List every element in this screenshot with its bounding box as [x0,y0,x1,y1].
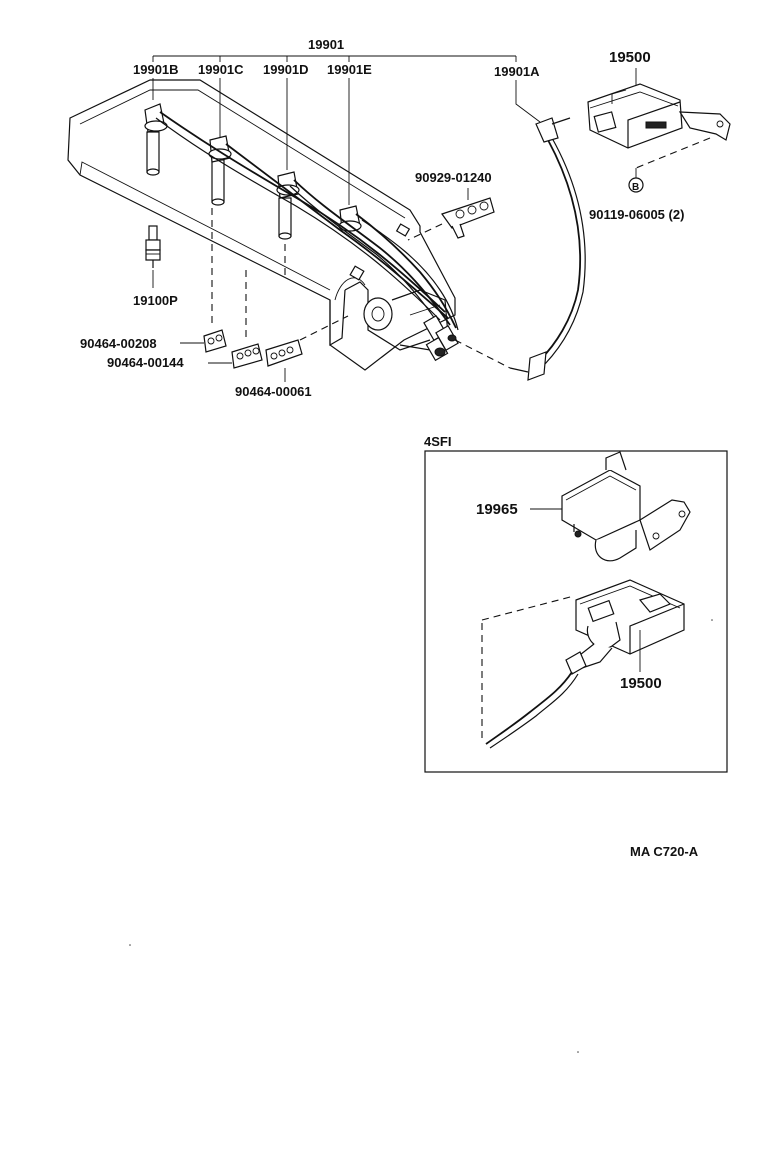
bracket-19965 [561,451,691,562]
label-19965: 19965 [476,501,518,518]
coil-wire-19901a [509,117,586,381]
distributor-terminals [423,315,459,362]
clamp-90464-00208 [203,329,227,353]
label-90119-06005: 90119-06005 (2) [589,207,684,222]
label-19100p: 19100P [133,293,178,308]
bolt-marker-circle [628,177,644,193]
label-90464-00144: 90464-00144 [107,355,184,370]
valve-cover [67,79,456,371]
inset-frame [424,450,728,773]
inset-dashed-diagonal [481,595,575,621]
igniter-19500-inset [575,579,685,669]
label-19500-inset: 19500 [620,675,662,692]
loom-clamps [349,223,411,281]
label-19500-top: 19500 [609,49,651,66]
spark-plug [145,225,161,268]
igniter-19500-top [587,83,731,149]
label-90464-00208: 90464-00208 [80,336,157,351]
inset-title: 4SFI [424,434,451,449]
scan-speck [129,944,131,946]
clamp-90464-00144 [231,343,263,369]
wire-set-bracket [152,55,517,62]
ignition-wires [155,111,459,333]
label-19901d: 19901D [263,62,309,77]
label-19901c: 19901C [198,62,244,77]
dashed-leader-distributor [454,339,511,369]
scan-speck [711,619,713,621]
label-19901b: 19901B [133,62,179,77]
spark-plug-tubes [146,131,292,240]
clamp-90929-01240 [441,197,495,239]
label-19901a: 19901A [494,64,540,79]
dashed-leader-bolt [635,137,711,169]
label-90929-01240: 90929-01240 [415,170,492,185]
bolt-marker-letter: B [632,182,639,193]
dashed-leader-90929 [407,223,443,241]
scan-speck [577,1051,579,1053]
inset-coil-wire [485,651,587,749]
label-19901: 19901 [308,37,344,52]
dashed-leader-061-b [299,315,349,341]
label-19901e: 19901E [327,62,372,77]
figure-code: MA C720-A [630,844,699,859]
clamp-90464-00061 [265,339,303,367]
label-90464-00061: 90464-00061 [235,384,312,399]
